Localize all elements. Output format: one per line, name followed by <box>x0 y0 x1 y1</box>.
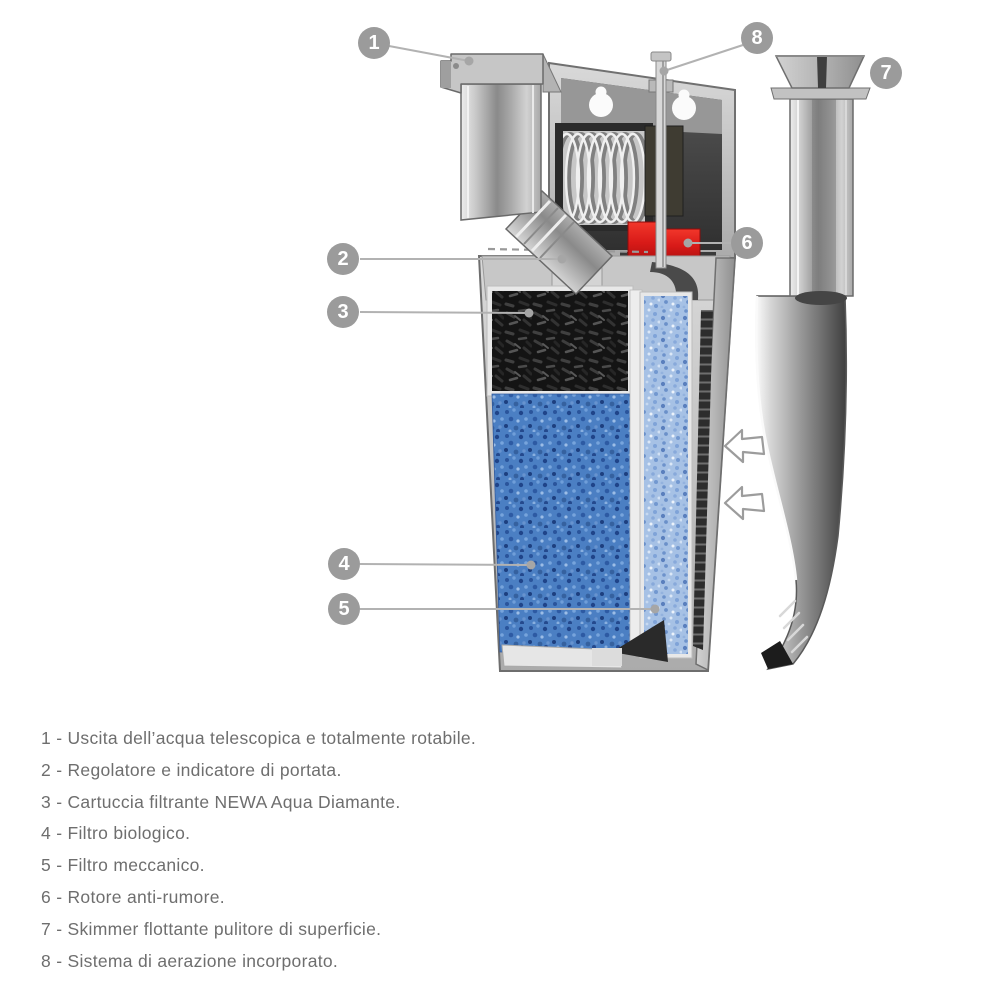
flow-arrows <box>723 428 766 521</box>
arrow-left-outline-icon <box>723 428 766 464</box>
biological-foam <box>491 393 635 653</box>
callout-5: 5 <box>328 593 360 625</box>
filter-body <box>440 51 737 672</box>
legend-item-8: 8 - Sistema di aerazione incorporato. <box>41 950 339 971</box>
legend-item-4: 4 - Filtro biologico. <box>41 823 191 844</box>
legend-item-3: 3 - Cartuccia filtrante NEWA Aqua Diaman… <box>41 791 401 812</box>
skimmer-blade <box>755 295 848 671</box>
leader-dots <box>464 56 693 614</box>
water-level-dashed-line <box>487 247 649 254</box>
filter-cutaway-illustration <box>359 44 871 672</box>
callout-8: 8 <box>741 22 773 54</box>
leader-lines <box>359 44 744 614</box>
callout-4: 4 <box>328 548 360 580</box>
callout-3: 3 <box>327 296 359 328</box>
callout-1: 1 <box>358 27 390 59</box>
mechanical-foam <box>639 291 693 659</box>
impeller-coil <box>555 123 653 231</box>
legend: 1 - Uscita dell’acqua telescopica e tota… <box>41 723 476 977</box>
skimmer <box>755 55 871 671</box>
keyhole-hole <box>672 89 696 120</box>
legend-item-6: 6 - Rotore anti-rumore. <box>41 886 225 907</box>
telescopic-joint-hatch <box>514 199 575 259</box>
arrow-left-outline-icon <box>723 485 766 521</box>
legend-item-7: 7 - Skimmer flottante pulitore di superf… <box>41 918 382 939</box>
legend-item-1: 1 - Uscita dell’acqua telescopica e tota… <box>41 728 477 748</box>
bottom-tray <box>501 620 668 669</box>
skimmer-vents <box>778 599 809 654</box>
outlet-tube <box>460 83 542 221</box>
carbon-cartridge <box>486 285 634 397</box>
outlet-assembly <box>440 53 614 296</box>
legend-item-5: 5 - Filtro meccanico. <box>41 855 205 876</box>
legend-item-2: 2 - Regolatore e indicatore di portata. <box>41 759 342 780</box>
skimmer-funnel <box>770 55 871 100</box>
callout-6: 6 <box>731 227 763 259</box>
callout-7: 7 <box>870 57 902 89</box>
intake-vent-wall <box>693 257 736 672</box>
callout-2: 2 <box>327 243 359 275</box>
aeration-tube <box>648 51 674 269</box>
keyhole-hole <box>589 86 613 117</box>
